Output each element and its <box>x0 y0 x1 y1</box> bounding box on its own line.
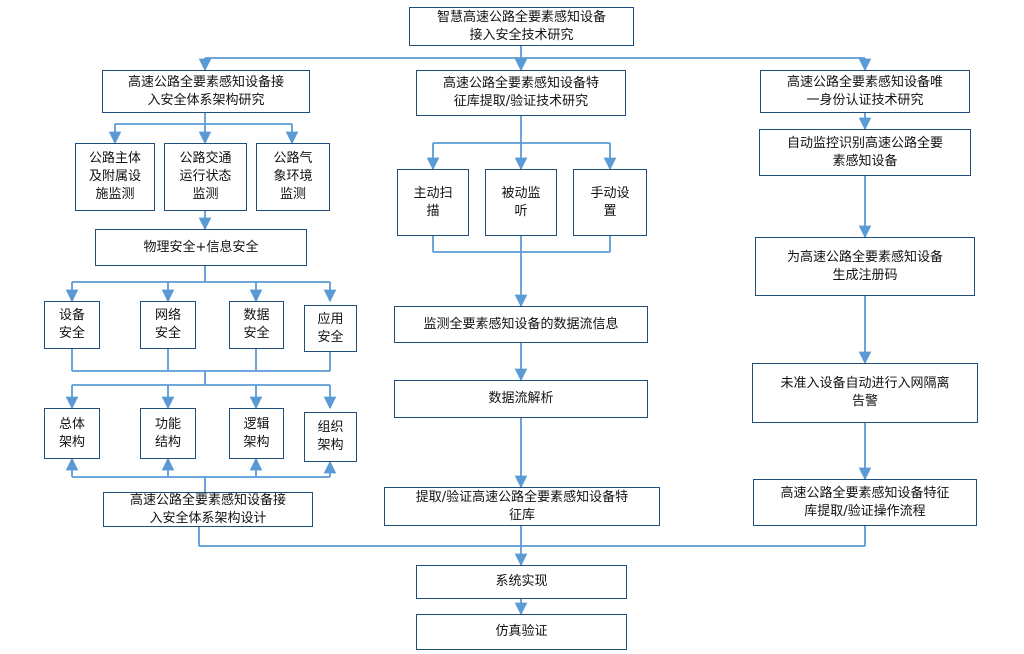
col1-security-node: 物理安全+信息安全 <box>95 229 307 266</box>
edge-col1-title-branch <box>115 113 292 125</box>
col1-arch-overall-node: 总体 架构 <box>44 408 100 459</box>
edge-sec-to-arch <box>72 371 330 386</box>
col3-process-node: 高速公路全要素感知设备特征 库提取/验证操作流程 <box>753 479 977 526</box>
col1-monitor-traffic-node: 公路交通 运行状态 监测 <box>164 143 247 211</box>
col1-arch-org-node: 组织 架构 <box>304 412 357 462</box>
edge-root-branch <box>205 46 865 59</box>
col1-monitor-weather-node: 公路气 象环境 监测 <box>256 143 330 211</box>
verify-node: 仿真验证 <box>416 614 627 650</box>
edge-scan-merge <box>432 236 611 253</box>
col2-title-node: 高速公路全要素感知设备特 征库提取/验证技术研究 <box>416 70 626 116</box>
col3-auto-identify-node: 自动监控识别高速公路全要 素感知设备 <box>759 129 971 176</box>
col1-arch-function-node: 功能 结构 <box>140 408 196 459</box>
edge-security-branch <box>72 266 330 283</box>
col1-sec-data-node: 数据 安全 <box>229 301 284 349</box>
col3-register-node: 为高速公路全要素感知设备 生成注册码 <box>755 237 975 296</box>
col2-scan-passive-node: 被动监 听 <box>485 169 557 236</box>
col2-monitor-flow-node: 监测全要素感知设备的数据流信息 <box>394 306 648 343</box>
edge-merge-bottom <box>198 526 866 547</box>
col2-scan-active-node: 主动扫 描 <box>397 169 469 236</box>
col1-sec-device-node: 设备 安全 <box>44 301 100 349</box>
col1-sec-app-node: 应用 安全 <box>304 305 357 352</box>
implement-node: 系统实现 <box>416 565 627 599</box>
root-node: 智慧高速公路全要素感知设备 接入安全技术研究 <box>409 7 634 46</box>
col1-sec-network-node: 网络 安全 <box>140 301 196 349</box>
col3-alarm-node: 未准入设备自动进行入网隔离 告警 <box>752 363 978 423</box>
col1-monitor-facility-node: 公路主体 及附属设 施监测 <box>75 143 155 211</box>
col1-design-node: 高速公路全要素感知设备接 入安全体系架构设计 <box>103 492 313 527</box>
edge-design-branch <box>72 476 330 492</box>
col2-parse-node: 数据流解析 <box>394 380 648 418</box>
col2-extract-node: 提取/验证高速公路全要素感知设备特 征库 <box>384 487 660 526</box>
edge-sec-merge <box>71 349 331 372</box>
col3-title-node: 高速公路全要素感知设备唯 一身份认证技术研究 <box>760 70 970 113</box>
col2-scan-manual-node: 手动设 置 <box>573 169 647 236</box>
col1-arch-logic-node: 逻辑 架构 <box>229 408 284 459</box>
col1-title-node: 高速公路全要素感知设备接 入安全体系架构研究 <box>102 70 310 113</box>
